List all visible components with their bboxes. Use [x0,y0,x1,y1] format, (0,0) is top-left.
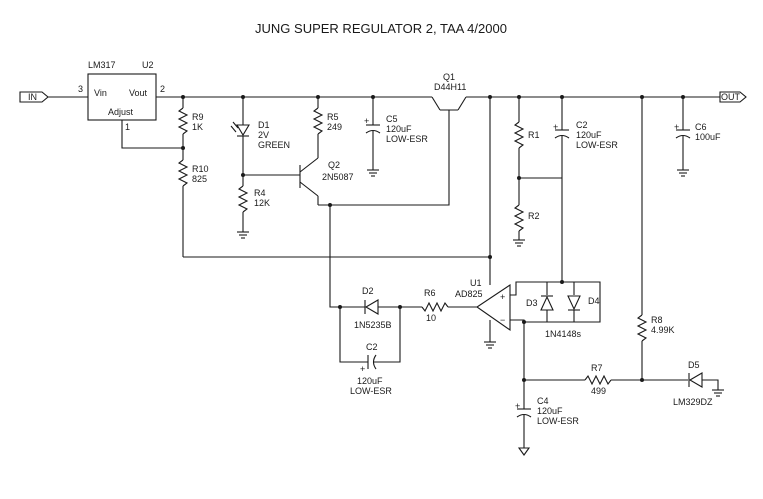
r9-resistor: R9 1K [177,97,204,148]
r1-resistor: R1 [513,97,540,178]
u1-ref-label: U1 [470,278,482,288]
svg-text:+: + [364,116,369,126]
c6-value-label: 100uF [695,132,721,142]
svg-text:+: + [674,122,679,132]
c2-capacitor: + C2 120uF LOW-ESR [553,97,618,282]
c1-capacitor: + C2 120uF LOW-ESR [339,307,401,396]
c5-value-label: 120uF [386,124,412,134]
u2-adjust-label: Adjust [108,107,134,117]
c4-note-label: LOW-ESR [537,416,579,426]
r10-value-label: 825 [192,174,207,184]
d34-part-label: 1N4148s [545,329,582,339]
lm317-regulator: LM317 U2 Vin Vout Adjust 3 2 1 [78,60,165,132]
d1-note-label: GREEN [258,140,290,150]
r10-ref-label: R10 [192,164,209,174]
r7-resistor: R7 499 [524,363,642,396]
q1-ref-label: Q1 [443,72,455,82]
c4-capacitor: + C4 120uF LOW-ESR [515,380,579,456]
r5-value-label: 249 [327,122,342,132]
u2-pin-in: 3 [78,84,83,94]
r7-value-label: 499 [591,386,606,396]
svg-text:+: + [360,364,365,374]
c6-ref-label: C6 [695,122,707,132]
svg-text:+: + [515,401,520,411]
q2-ref-label: Q2 [328,160,340,170]
c1-value-label: 120uF [357,376,383,386]
c4-ref-label: C4 [537,396,549,406]
u2-pin-adj: 1 [125,122,130,132]
d5-ref-label: D5 [688,360,700,370]
svg-text:+: + [553,122,558,132]
r8-value-label: 4.99K [651,325,675,335]
r1-ref-label: R1 [528,130,540,140]
u1-part-label: AD825 [455,289,483,299]
svg-text:+: + [500,292,505,302]
r4-resistor: R4 12K [237,175,270,239]
q1-part-label: D44H11 [434,82,466,92]
r4-ref-label: R4 [254,188,266,198]
c5-note-label: LOW-ESR [386,134,428,144]
c2-value-label: 120uF [576,130,602,140]
d1-led: D1 2V GREEN [230,97,290,175]
r10-resistor: R10 825 [177,148,209,257]
r6-resistor: R6 10 [400,288,449,323]
c5-ref-label: C5 [386,114,398,124]
c1-ref-label: C2 [366,342,378,352]
diagram-title: JUNG SUPER REGULATOR 2, TAA 4/2000 [255,21,507,36]
c2-ref-label: C2 [576,120,588,130]
c5-capacitor: + C5 120uF LOW-ESR [364,97,428,177]
in-port: IN [19,91,88,103]
u2-pin-out: 2 [160,84,165,94]
d3-d4-diodes: D3 D4 1N4148s [524,282,600,339]
d2-zener-diode: D2 1N5235B [340,286,400,330]
c4-value-label: 120uF [537,406,563,416]
u1-opamp: + − U1 AD825 [455,97,511,349]
u2-ref-label: U2 [142,60,154,70]
c2-note-label: LOW-ESR [576,140,618,150]
q1-transistor: Q1 D44H11 [431,72,467,120]
u2-vout-label: Vout [129,88,148,98]
r7-ref-label: R7 [591,363,603,373]
r8-ref-label: R8 [651,315,663,325]
d1-ref-label: D1 [258,120,270,130]
d2-part-label: 1N5235B [354,320,392,330]
r5-resistor: R5 249 [312,97,342,158]
r9-value-label: 1K [192,122,203,132]
r9-ref-label: R9 [192,112,204,122]
c1-note-label: LOW-ESR [350,386,392,396]
r2-ref-label: R2 [528,211,540,221]
d4-ref-label: D4 [588,296,600,306]
u2-vin-label: Vin [94,88,107,98]
r5-ref-label: R5 [327,112,339,122]
out-port-label: OUT [721,92,741,102]
d5-reference-diode: D5 LM329DZ [642,360,724,407]
d2-ref-label: D2 [362,286,374,296]
d5-part-label: LM329DZ [673,397,713,407]
r6-value-label: 10 [426,313,436,323]
r8-resistor: R8 4.99K [636,97,675,380]
out-port: OUT [719,91,747,103]
r4-value-label: 12K [254,198,270,208]
c6-capacitor: + C6 100uF [674,97,721,177]
d1-value-label: 2V [258,130,269,140]
r6-ref-label: R6 [424,288,436,298]
r2-resistor: R2 [513,178,540,247]
q2-transistor: Q2 2N5087 [299,157,354,205]
in-port-label: IN [28,92,37,102]
svg-text:−: − [500,315,505,325]
d3-ref-label: D3 [526,298,538,308]
u2-part-label: LM317 [88,60,116,70]
q2-part-label: 2N5087 [322,172,354,182]
